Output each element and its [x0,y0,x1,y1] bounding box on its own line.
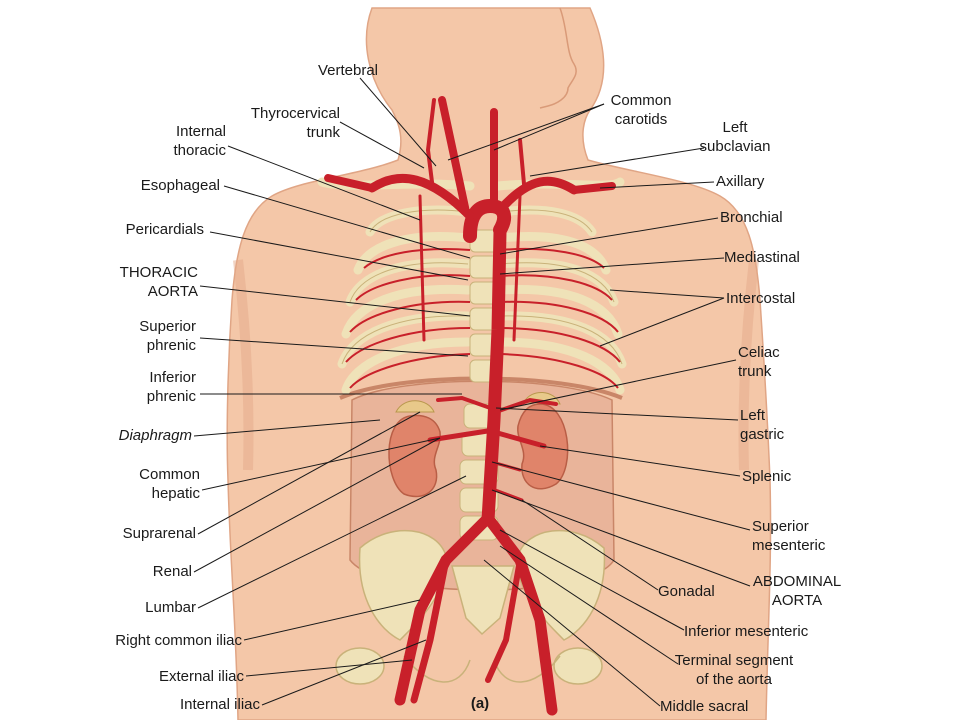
label-thoracic-aorta: THORACIC AORTA [119,264,198,300]
label-terminal-segment: Terminal segment of the aorta [674,652,794,688]
label-renal: Renal [152,563,192,580]
label-superior-mesenteric: Superior mesenteric [752,518,826,554]
label-common-hepatic: Common hepatic [139,466,200,502]
panel-label: (a) [470,695,490,712]
label-middle-sacral: Middle sacral [660,698,749,715]
label-pericardials: Pericardials [125,221,204,238]
label-splenic: Splenic [742,468,792,485]
label-internal-thoracic: Internal thoracic [173,123,226,159]
label-superior-phrenic: Superior phrenic [139,318,196,354]
label-gonadal: Gonadal [658,583,715,600]
label-suprarenal: Suprarenal [122,525,196,542]
label-thyrocervical-trunk: Thyrocervical trunk [250,105,340,141]
right-kidney [388,414,441,498]
right-common-iliac-vessel [394,512,494,706]
label-inferior-phrenic: Inferior phrenic [146,369,196,405]
label-internal-iliac: Internal iliac [179,696,260,713]
label-common-carotids: Common carotids [610,92,672,128]
label-bronchial: Bronchial [720,209,783,226]
label-celiac-trunk: Celiac trunk [738,344,780,380]
arteries [324,96,616,716]
label-right-common-iliac: Right common iliac [115,632,242,649]
label-left-gastric: Left gastric [740,407,785,443]
label-esophageal: Esophageal [140,177,220,194]
label-vertebral: Vertebral [317,62,378,79]
left-arm-shadow [233,259,254,471]
label-abdominal-aorta: ABDOMINAL AORTA [752,573,842,609]
label-axillary: Axillary [716,173,765,190]
label-external-iliac: External iliac [158,668,244,685]
label-inferior-mesenteric: Inferior mesenteric [684,623,809,640]
label-lumbar: Lumbar [145,599,196,616]
label-diaphragm: Diaphragm [118,427,192,444]
descending-aorta [481,225,507,527]
right-arm-shadow [738,259,759,471]
rib-outlines [341,209,623,365]
left-common-iliac-vessel [482,512,558,716]
face-profile [539,7,577,109]
label-intercostal: Intercostal [726,290,796,307]
leader-lines [193,77,751,707]
label-left-subclavian: Left subclavian [699,119,771,155]
label-mediastinal: Mediastinal [724,249,800,266]
